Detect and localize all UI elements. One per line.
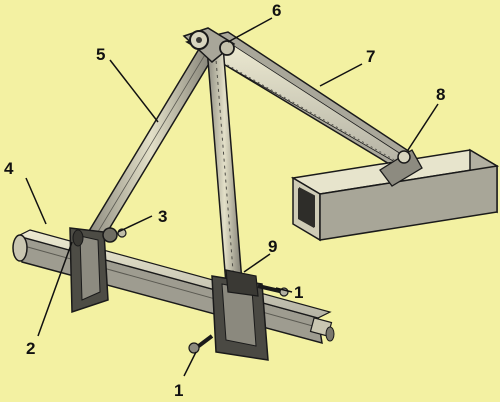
- callout-3: 3: [158, 207, 167, 226]
- callout-1-bottom: 1: [174, 381, 183, 400]
- vertical-strut: [206, 45, 243, 285]
- left-strut: [84, 42, 218, 246]
- right-clamp: [188, 269, 289, 361]
- top-pivot: [182, 27, 236, 63]
- callout-6: 6: [272, 1, 281, 20]
- callout-1-right: 1: [294, 283, 303, 302]
- callout-4: 4: [4, 159, 14, 178]
- callout-5: 5: [96, 45, 105, 64]
- callout-8: 8: [436, 85, 445, 104]
- lower-beam: [12, 229, 335, 345]
- leader-lines: [25, 17, 439, 377]
- square-tube: [290, 148, 500, 242]
- callout-9: 9: [268, 237, 277, 256]
- left-clamp: [69, 227, 127, 314]
- callout-7: 7: [366, 47, 375, 66]
- callout-2: 2: [26, 339, 35, 358]
